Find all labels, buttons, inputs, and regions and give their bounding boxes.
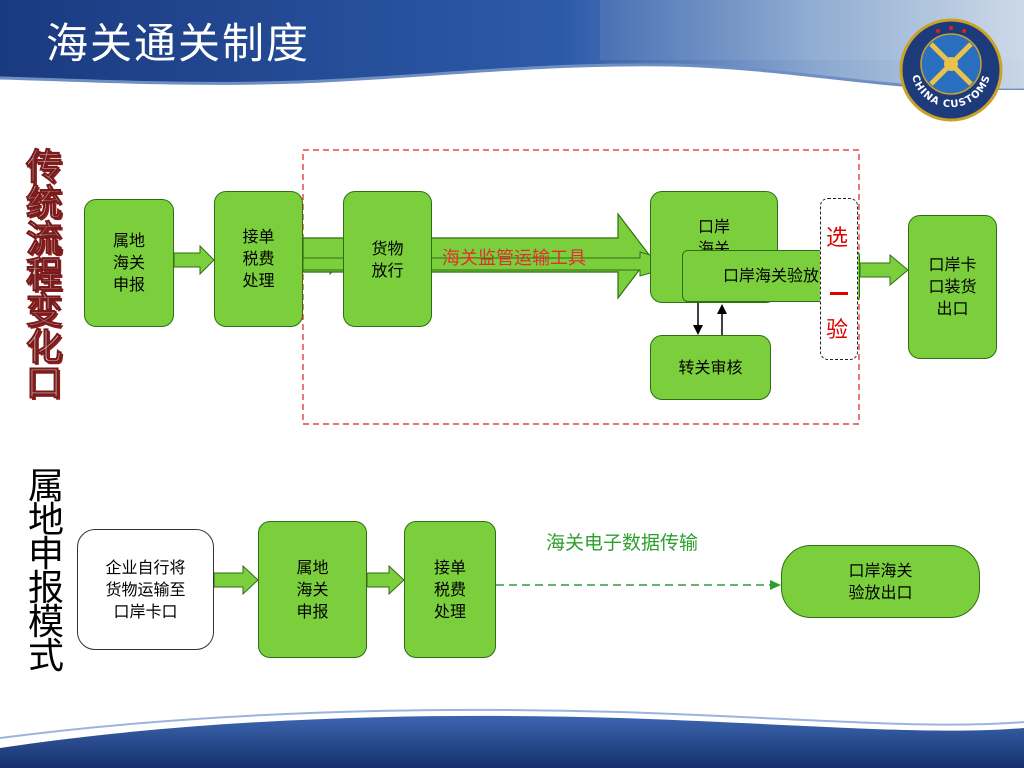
box-port-release-export: 口岸海关 验放出口	[781, 545, 980, 618]
box-cargo-release: 货物 放行	[343, 191, 432, 327]
box-order-tax-processing: 接单 税费 处理	[214, 191, 303, 327]
electronic-data-transfer-label: 海关电子数据传输	[546, 532, 699, 554]
territorial-mode-label: 属地申报模式	[27, 466, 64, 677]
supervision-transport-label: 海关监管运输工具	[442, 248, 586, 269]
box-territory-declaration-2: 属地 海关 申报	[258, 521, 367, 658]
traditional-flow-label: 传统流程变化口	[25, 147, 62, 404]
box-transfer-review: 转关审核	[650, 335, 771, 400]
random-inspection-char-1: 选	[826, 226, 849, 251]
footer-band	[0, 708, 1024, 768]
box-enterprise-transport: 企业自行将 货物运输至 口岸卡口	[77, 529, 214, 650]
box-port-loading-export: 口岸卡 口装货 出口	[908, 215, 997, 359]
page-title: 海关通关制度	[46, 19, 311, 68]
customs-emblem-icon: CHINA CUSTOMS	[899, 18, 1003, 122]
random-inspection-char-2: 验	[826, 318, 849, 343]
random-inspection-box	[820, 198, 858, 360]
random-inspection-bar	[830, 292, 848, 295]
box-territory-declaration: 属地 海关 申报	[84, 199, 174, 327]
box-order-tax-processing-2: 接单 税费 处理	[404, 521, 496, 658]
box-port-customs: 口岸 海关	[650, 191, 778, 303]
